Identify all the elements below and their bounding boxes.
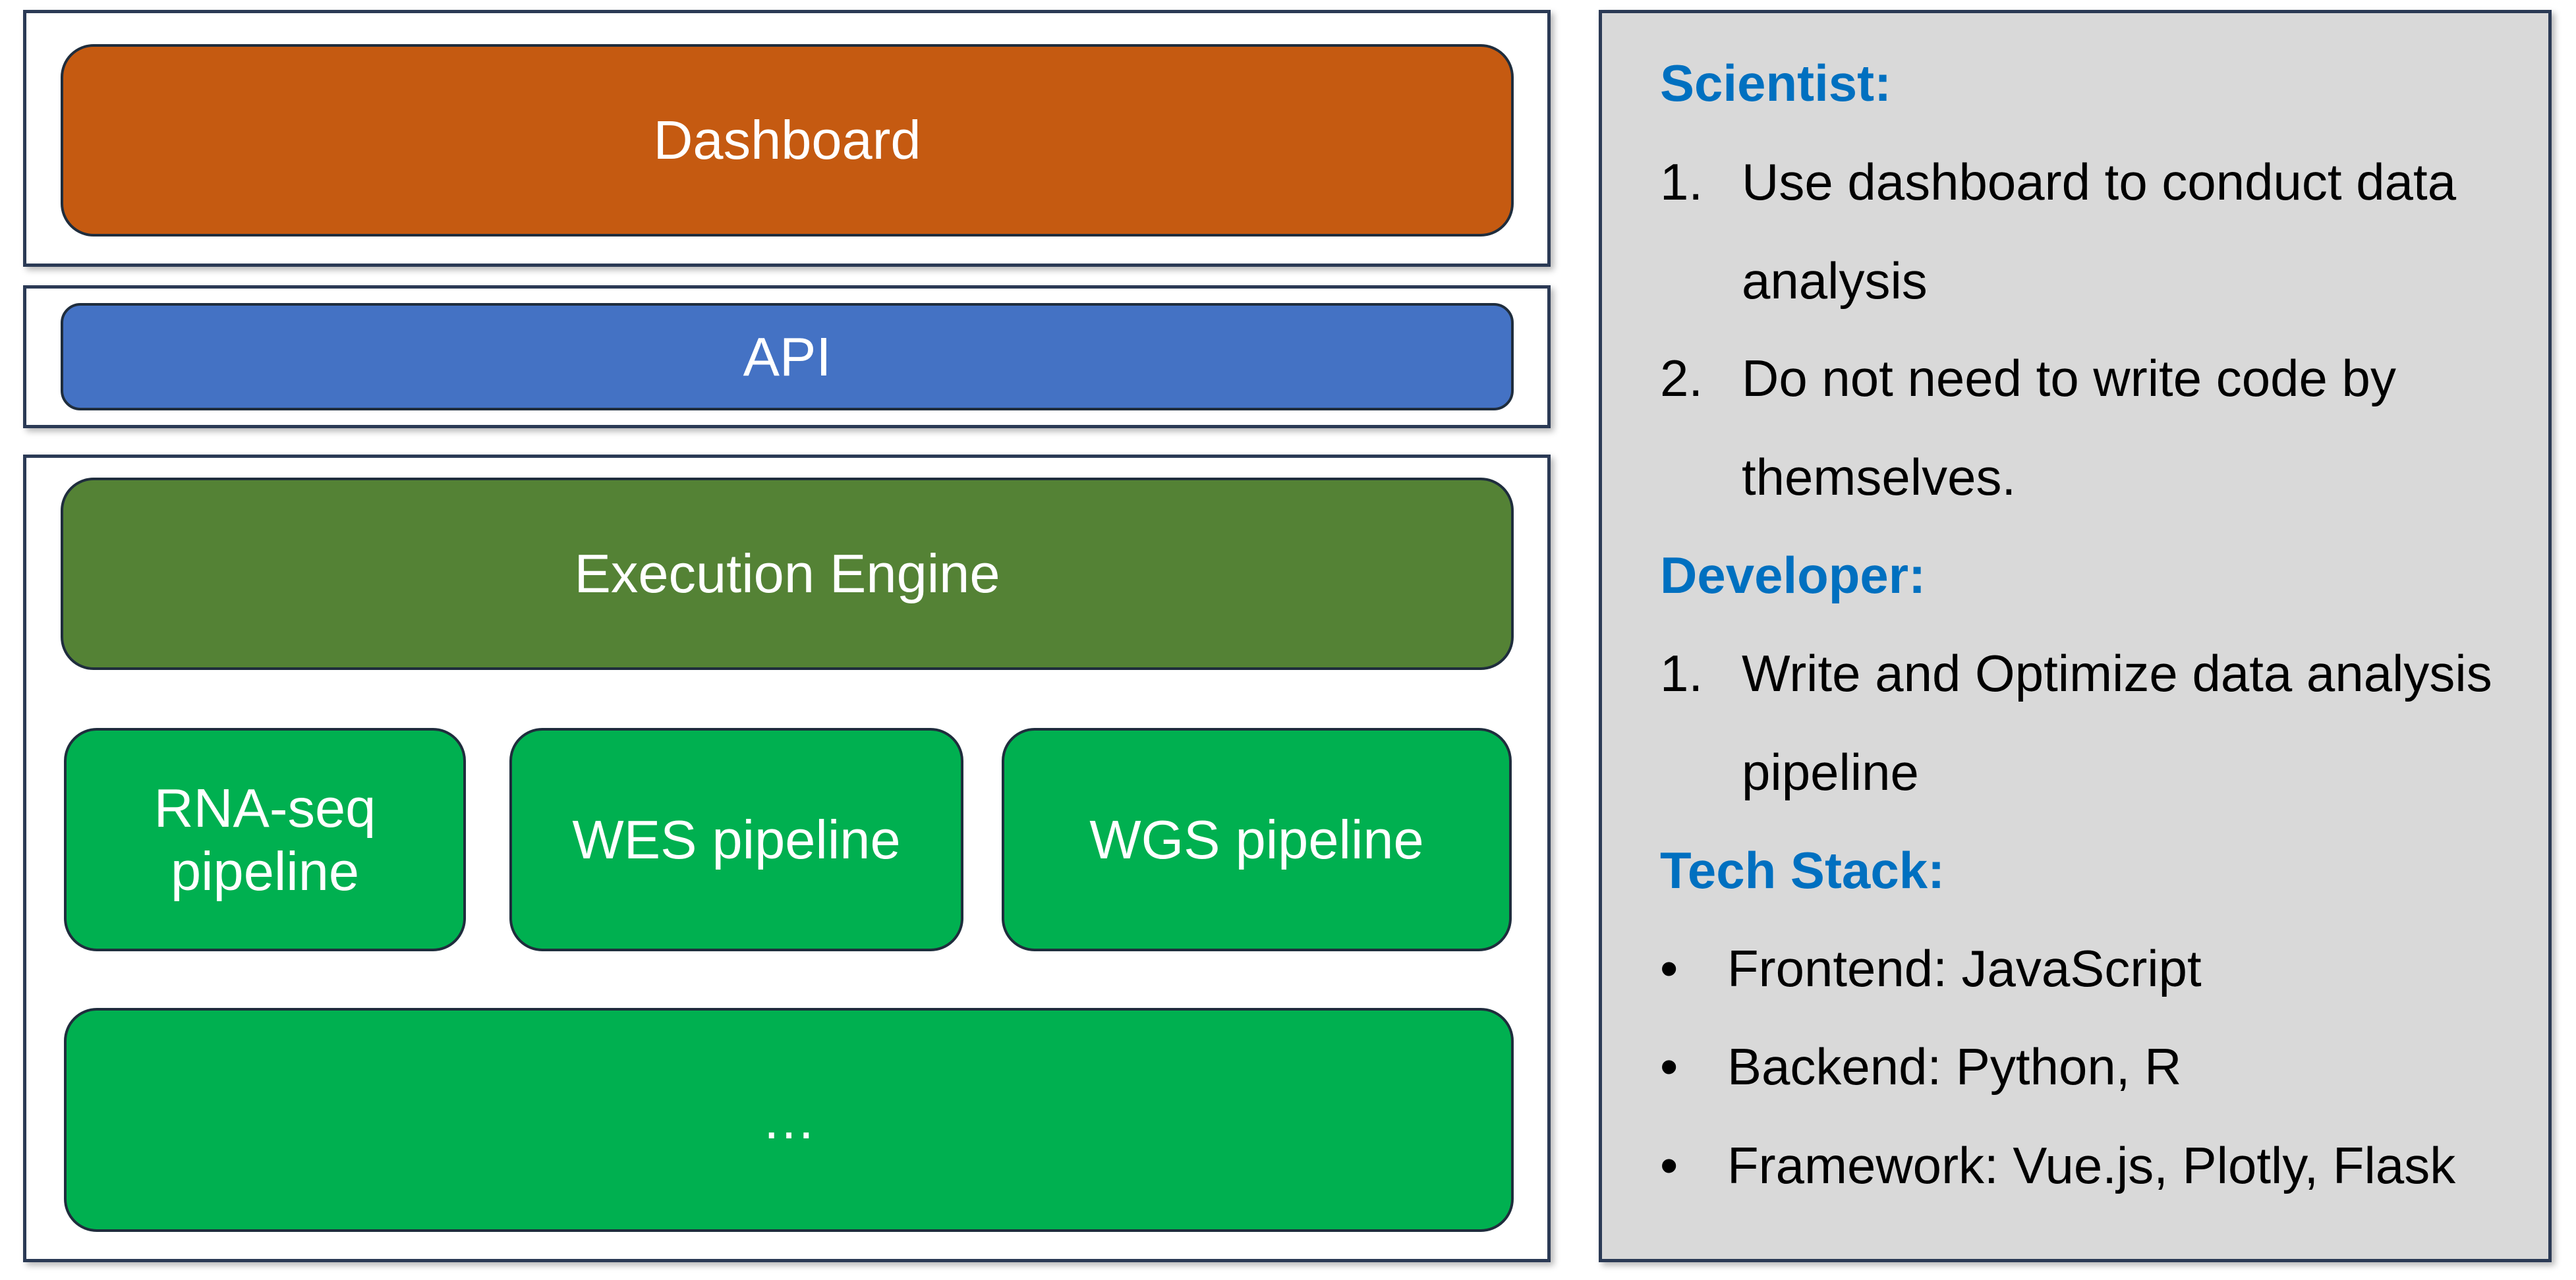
scientist-item-1-line1: Use dashboard to conduct data xyxy=(1742,153,2457,211)
rnaseq-pipeline-box: RNA-seq pipeline xyxy=(64,728,466,951)
tech-stack-item-framework: Framework: Vue.js, Plotly, Flask xyxy=(1727,1136,2456,1194)
scientist-item-2-line2: themselves. xyxy=(1742,448,2017,506)
scientist-heading: Scientist: xyxy=(1660,54,1892,112)
ellipsis-label: … xyxy=(761,1089,816,1151)
rnaseq-label-line1: RNA-seq xyxy=(154,777,376,839)
developer-heading: Developer: xyxy=(1660,546,1926,604)
wes-label: WES pipeline xyxy=(572,808,901,870)
more-pipelines-box: … xyxy=(64,1008,1514,1232)
developer-item-1-marker: 1. xyxy=(1660,644,1703,702)
tech-stack-item-2-bullet: • xyxy=(1660,1038,1678,1096)
scientist-item-1-line2: analysis xyxy=(1742,252,1928,310)
wes-pipeline-box: WES pipeline xyxy=(509,728,963,951)
wgs-label: WGS pipeline xyxy=(1089,808,1424,870)
rnaseq-label-line2: pipeline xyxy=(170,840,360,902)
scientist-item-2-marker: 2. xyxy=(1660,349,1703,407)
execution-engine-box: Execution Engine xyxy=(61,478,1514,670)
dashboard-label: Dashboard xyxy=(653,109,921,171)
api-box: API xyxy=(61,303,1514,410)
tech-stack-item-3-bullet: • xyxy=(1660,1136,1678,1194)
tech-stack-item-1-bullet: • xyxy=(1660,939,1678,997)
info-panel xyxy=(1599,10,2552,1262)
execution-engine-label: Execution Engine xyxy=(574,543,1000,605)
tech-stack-item-frontend: Frontend: JavaScript xyxy=(1727,939,2202,997)
dashboard-box: Dashboard xyxy=(61,44,1514,237)
api-label: API xyxy=(743,325,832,387)
scientist-item-1-marker: 1. xyxy=(1660,153,1703,211)
tech-stack-item-backend: Backend: Python, R xyxy=(1727,1038,2182,1096)
tech-stack-heading: Tech Stack: xyxy=(1660,841,1945,899)
scientist-item-2-line1: Do not need to write code by xyxy=(1742,349,2396,407)
wgs-pipeline-box: WGS pipeline xyxy=(1002,728,1512,951)
developer-item-1-line2: pipeline xyxy=(1742,743,1919,801)
developer-item-1-line1: Write and Optimize data analysis xyxy=(1742,644,2492,702)
